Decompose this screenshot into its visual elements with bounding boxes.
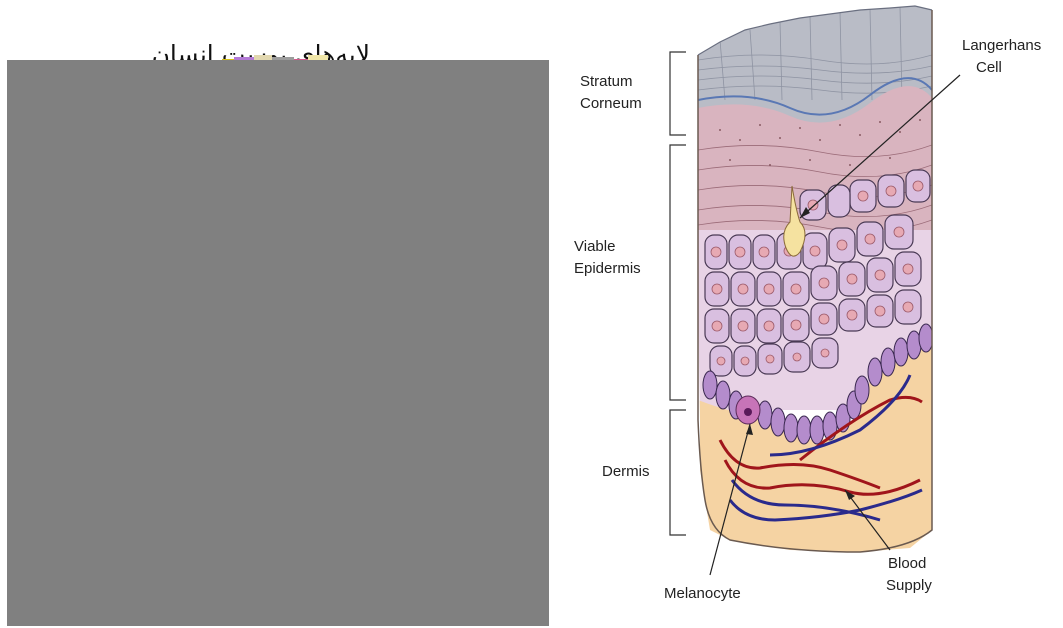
label-stratum-line1: Stratum xyxy=(580,73,633,90)
label-melanocyte: Melanocyte xyxy=(664,585,741,602)
label-dermis: Dermis xyxy=(602,463,650,480)
label-blood-line1: Blood xyxy=(888,555,926,572)
label-stratum-line2: Corneum xyxy=(580,95,642,112)
label-langerhans-line1: Langerhans xyxy=(962,37,1041,54)
label-blood-line2: Supply xyxy=(886,577,932,594)
label-langerhans-line2: Cell xyxy=(976,59,1002,76)
label-viable-line2: Epidermis xyxy=(574,260,641,277)
viable-epidermis-bracket xyxy=(670,145,686,400)
dermis-bracket xyxy=(670,410,686,535)
gray-placeholder-panel xyxy=(7,60,549,626)
skin-block xyxy=(690,0,950,560)
stratum-corneum-bracket xyxy=(670,52,686,135)
melanocyte-nucleus xyxy=(744,408,752,416)
label-viable-line1: Viable xyxy=(574,238,615,255)
skin-layers-diagram: Stratum Corneum Viable Epidermis Dermis … xyxy=(560,0,1063,628)
